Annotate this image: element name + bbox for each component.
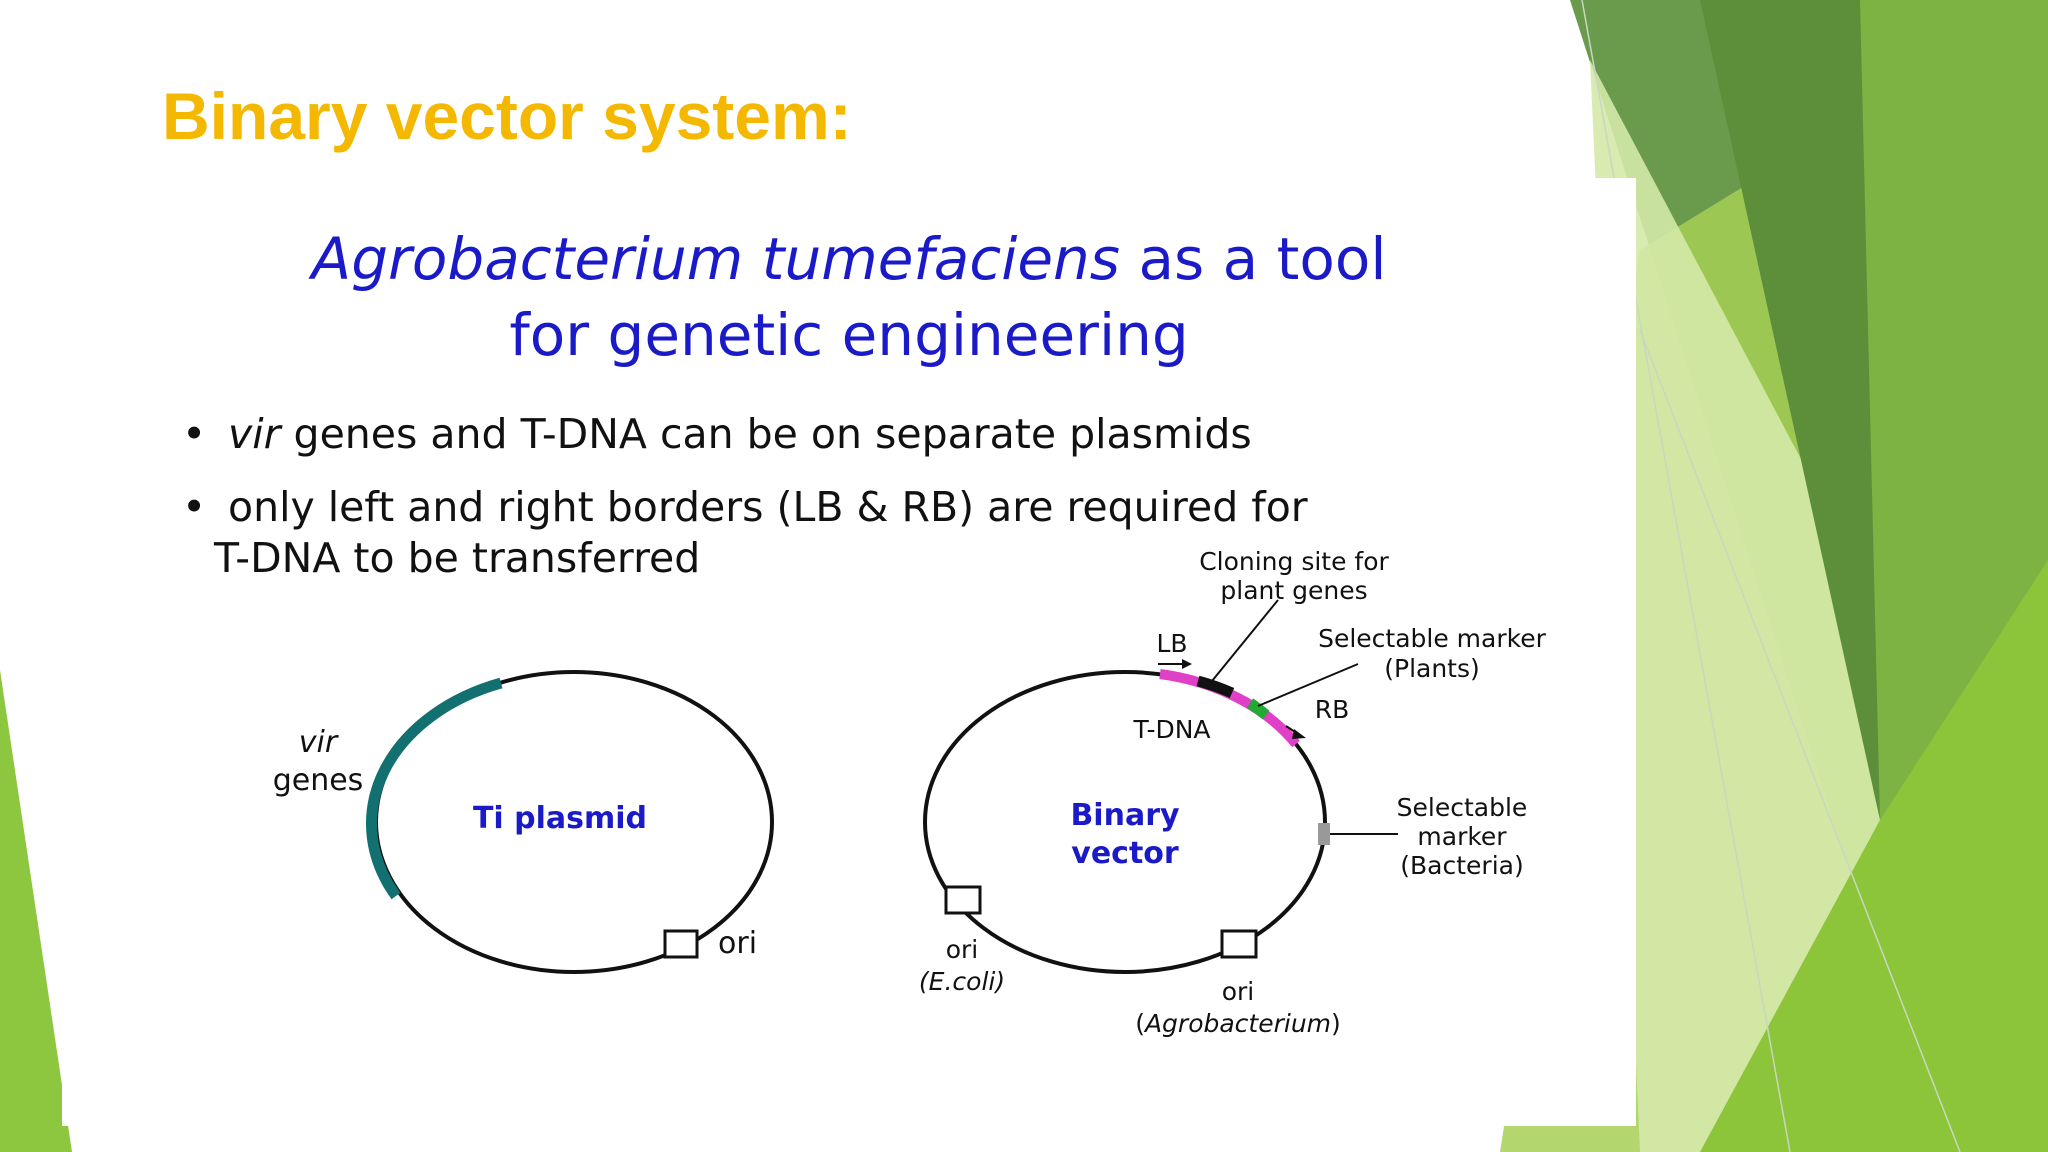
bullet-2: •only left and right borders (LB & RB) a… — [182, 487, 1308, 528]
heading-line-2: for genetic engineering — [509, 301, 1189, 369]
bullet-1-marker: • — [182, 410, 207, 458]
bacteria-marker-label-line1: Selectable — [1397, 793, 1528, 822]
bullet-1: •vir genes and T-DNA can be on separate … — [182, 414, 1252, 455]
vir-label-line1: vir — [299, 725, 339, 760]
heading-line-1-rest: as a tool — [1120, 225, 1387, 293]
binary-vector-circle — [923, 670, 1327, 974]
cloning-site-segment — [1196, 675, 1235, 699]
slide-title: Binary vector system: — [162, 79, 852, 153]
rb-label: RB — [1315, 695, 1350, 724]
bullet-2-text: only left and right borders (LB & RB) ar… — [228, 483, 1308, 531]
ti-plasmid-label: Ti plasmid — [473, 801, 647, 836]
ori-ecoli-box — [944, 885, 982, 915]
ori-agro-label-line2: (Agrobacterium) — [1135, 1009, 1341, 1038]
slide-image-panel: Agrobacterium tumefaciens as a tool for … — [62, 178, 1636, 1126]
right-green-facet-mid — [1840, 0, 2048, 820]
left-green-triangle — [0, 670, 72, 1152]
ori-ecoli-label-line1: ori — [946, 935, 979, 964]
bullet-1-text: genes and T-DNA can be on separate plasm… — [280, 410, 1252, 458]
ti-plasmid: vir genes Ti plasmid ori — [273, 670, 774, 974]
plant-marker-label-line1: Selectable marker — [1318, 624, 1547, 653]
binary-vector: LB RB T-DNA Cloning site for plant genes… — [919, 547, 1547, 1038]
ori-agro-close-paren: ) — [1331, 1009, 1341, 1038]
vir-label-line2: genes — [273, 763, 364, 798]
lb-label: LB — [1156, 629, 1187, 658]
bacteria-marker-label-line3: (Bacteria) — [1400, 851, 1523, 880]
ori-agro-organism: Agrobacterium — [1143, 1009, 1331, 1038]
ori-ecoli-label-line2: (E.coli) — [919, 967, 1005, 996]
tdna-label: T-DNA — [1132, 715, 1210, 744]
rb-arrowhead — [1292, 729, 1306, 739]
ori-agro-label-line1: ori — [1222, 977, 1255, 1006]
bullet-1-italic: vir — [228, 410, 281, 458]
bacteria-marker-segment — [1318, 823, 1330, 845]
right-green-facet-deep — [1700, 0, 1880, 820]
plant-marker-leader — [1257, 663, 1359, 707]
heading-organism-name: Agrobacterium tumefaciens — [311, 225, 1121, 293]
cloning-site-label-line1: Cloning site for — [1199, 547, 1389, 576]
binary-vector-label-line1: Binary — [1070, 798, 1180, 833]
plant-marker-segment — [1246, 698, 1270, 720]
right-green-facet-bright — [1700, 560, 2048, 1152]
plasmid-diagram: vir genes Ti plasmid ori LB RB T-DNA Clo… — [273, 547, 1547, 1038]
plant-marker-label-line2: (Plants) — [1384, 654, 1480, 683]
ori-agro-open-paren: ( — [1135, 1009, 1145, 1038]
vir-genes-arc — [366, 677, 503, 900]
tdna-border-region — [1159, 669, 1300, 748]
deco-line-2 — [1639, 329, 1961, 1152]
cloning-site-leader — [1211, 599, 1279, 682]
ti-ori-label: ori — [718, 926, 757, 961]
ori-agro-box — [1220, 929, 1258, 959]
bullet-2-continuation: T-DNA to be transferred — [214, 534, 701, 582]
heading-line-1: Agrobacterium tumefaciens as a tool — [62, 230, 1636, 288]
bacteria-marker-label-line2: marker — [1417, 822, 1507, 851]
lb-arrowhead — [1182, 659, 1192, 669]
bullet-2-marker: • — [182, 483, 207, 531]
binary-vector-label-line2: vector — [1071, 836, 1179, 871]
cloning-site-label-line2: plant genes — [1220, 576, 1367, 605]
ti-ori-box — [663, 929, 699, 959]
